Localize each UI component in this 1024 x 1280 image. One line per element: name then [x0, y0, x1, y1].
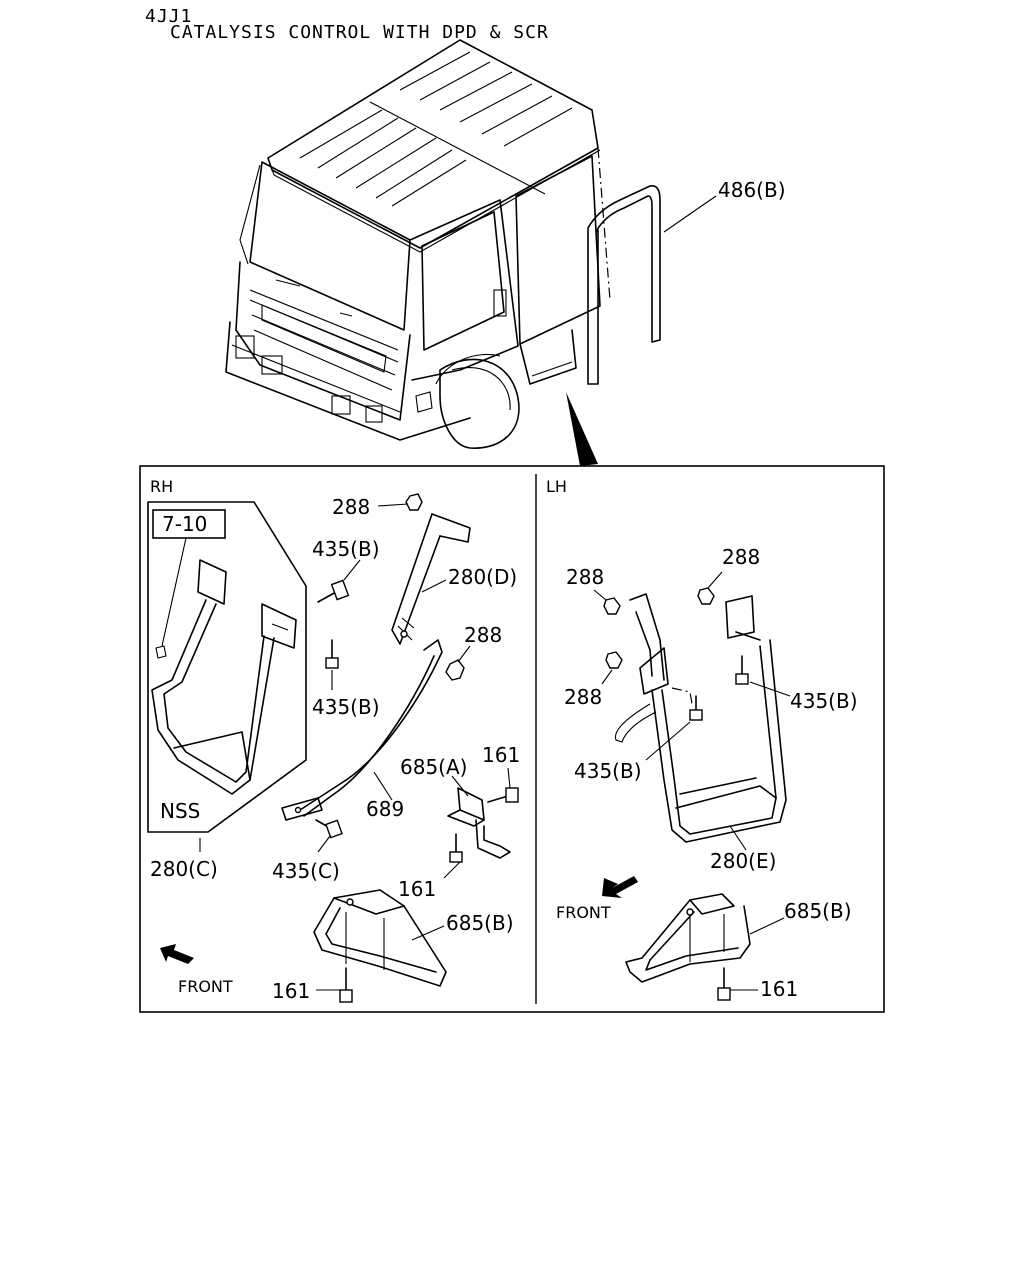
- label-685b-lh: 685(B): [784, 899, 852, 923]
- bracket-685a: [447, 787, 511, 859]
- leader-685b-lh: [749, 917, 785, 935]
- rh-section-label: RH: [150, 477, 173, 496]
- rod-689: [281, 639, 443, 821]
- label-288-lh-b: 288: [722, 545, 760, 569]
- label-685a: 685(A): [400, 755, 467, 779]
- bolt-161-mid: [449, 833, 463, 863]
- label-280d: 280(D): [448, 565, 517, 589]
- leader-280d: [421, 579, 447, 593]
- leader-161-top: [507, 767, 511, 789]
- bolt-161-lh: [717, 967, 731, 1001]
- clip-icon: [155, 645, 167, 659]
- label-288-right: 288: [464, 623, 502, 647]
- label-161-bottom: 161: [272, 979, 310, 1003]
- leader-486b: [663, 195, 717, 233]
- ref-box-7-10: [152, 509, 226, 539]
- bolt-161-bottom: [339, 967, 353, 1003]
- leader-435b-lh-right: [749, 681, 791, 697]
- nss-inset-outline: [147, 501, 307, 833]
- leader-685b-rh: [411, 925, 445, 941]
- nut-288-lh-b: [697, 587, 715, 605]
- bolt-435b-lower: [325, 639, 339, 669]
- leader-435b-lh-left: [645, 721, 691, 761]
- bracket-685b-rh: [313, 889, 447, 987]
- bracket-280d: [391, 513, 471, 645]
- label-288-lh-c: 288: [564, 685, 602, 709]
- bolt-161-top: [487, 787, 519, 803]
- leader-689: [373, 771, 393, 801]
- label-161-lh: 161: [760, 977, 798, 1001]
- nut-288-top: [405, 493, 423, 511]
- bolt-435b-upper: [317, 579, 350, 603]
- label-685b-rh: 685(B): [446, 911, 514, 935]
- leader-288-top: [377, 503, 409, 507]
- nut-288-lh-a: [603, 597, 621, 615]
- label-280e: 280(E): [710, 849, 776, 873]
- front-arrow-lh-icon: [602, 876, 638, 898]
- label-435b-a: 435(B): [312, 537, 380, 561]
- step-bracket-280e: [614, 593, 787, 843]
- front-arrow-icon: [160, 944, 194, 964]
- leader-685a: [451, 775, 469, 797]
- front-label-lh: FRONT: [556, 903, 611, 922]
- bolt-435b-lh-left: [689, 695, 703, 721]
- leader-ref-box: [161, 537, 187, 647]
- label-nss: NSS: [160, 799, 200, 823]
- label-435b-lh-left: 435(B): [574, 759, 642, 783]
- truck-cab-illustration: [225, 39, 661, 466]
- bolt-435c: [315, 819, 343, 839]
- leader-161-mid: [443, 861, 461, 879]
- label-161-mid: 161: [398, 877, 436, 901]
- leader-280e: [729, 825, 747, 851]
- bolt-435b-lh-right: [735, 655, 749, 685]
- label-288-lh-a: 288: [566, 565, 604, 589]
- leader-435c: [317, 835, 331, 853]
- front-label-rh: FRONT: [178, 977, 233, 996]
- leader-288-right: [457, 645, 471, 663]
- detail-panel-frame: [139, 465, 885, 1013]
- model-code: 4JJ1: [145, 6, 192, 27]
- ref-box-label: 7-10: [162, 512, 207, 536]
- label-435c: 435(C): [272, 859, 340, 883]
- lh-section-label: LH: [546, 477, 567, 496]
- step-bracket-280c: [151, 559, 297, 795]
- leader-288-lh-b: [707, 571, 723, 589]
- label-486b: 486(B): [718, 178, 786, 202]
- nut-288-lh-c: [605, 651, 623, 669]
- leader-288-lh-c: [601, 669, 613, 685]
- leader-435b-a: [343, 559, 361, 581]
- label-161-top: 161: [482, 743, 520, 767]
- label-288-top: 288: [332, 495, 370, 519]
- label-280c: 280(C): [150, 857, 218, 881]
- diagram-title: CATALYSIS CONTROL WITH DPD & SCR: [170, 22, 549, 43]
- label-435b-b: 435(B): [312, 695, 380, 719]
- label-689: 689: [366, 797, 404, 821]
- label-435b-lh-right: 435(B): [790, 689, 858, 713]
- leader-288-lh-a: [593, 589, 607, 601]
- nut-288-right: [445, 659, 465, 681]
- bracket-685b-lh: [625, 893, 751, 983]
